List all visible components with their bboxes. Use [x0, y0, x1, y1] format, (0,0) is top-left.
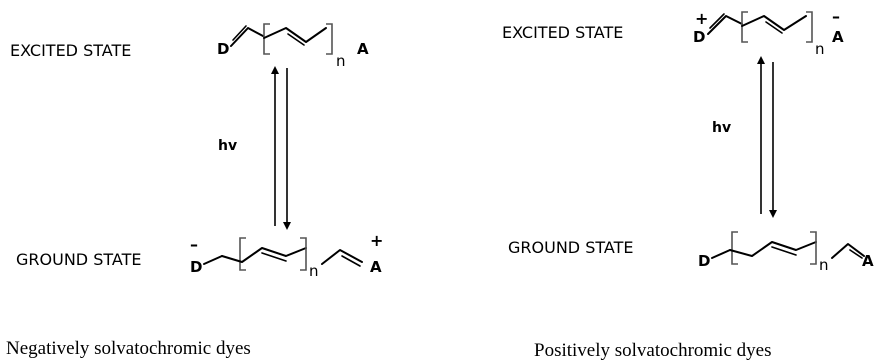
right-excited-double [709, 13, 725, 29]
left-ground-bond [203, 255, 223, 265]
right-ground-bracket-close [810, 231, 817, 265]
left-hv-label: hv [218, 138, 237, 154]
right-excited-bracket-open [741, 11, 748, 43]
right-ground-tail [831, 243, 865, 259]
right-ground-chain [729, 241, 817, 257]
left-ground-acceptor: A [370, 258, 382, 276]
left-ground-chain-double [261, 252, 287, 262]
right-excited-donor: D [693, 28, 705, 46]
left-ground-minus: – [190, 235, 198, 254]
left-ground-donor: D [190, 258, 202, 276]
left-excited-molecule: D n A [217, 23, 369, 70]
left-ground-tail-double [341, 255, 361, 267]
left-caption: Negatively solvatochromic dyes [6, 338, 251, 359]
left-ground-bracket-close [300, 237, 307, 271]
left-excited-bracket-close [326, 23, 333, 55]
left-excited-bracket-open [263, 23, 270, 55]
right-ground-state-label: GROUND STATE [508, 238, 633, 257]
left-ground-plus: + [370, 231, 383, 250]
left-ground-n: n [309, 262, 319, 280]
left-excited-chain-double [287, 33, 305, 46]
right-excited-chain [741, 15, 807, 31]
left-ground-bracket-open [239, 237, 246, 271]
right-ground-tail-double [849, 249, 863, 259]
right-excited-molecule: + D n – A [693, 7, 844, 58]
left-ground-molecule: – D n + A [190, 231, 383, 280]
right-excited-state-label: EXCITED STATE [502, 23, 623, 42]
right-excited-chain-double [765, 21, 783, 34]
left-ground-tail [321, 249, 363, 265]
right-ground-chain-double [771, 246, 797, 256]
right-ground-acceptor: A [862, 252, 874, 270]
right-excited-n: n [815, 40, 825, 58]
left-excited-acceptor: A [357, 40, 369, 58]
left-excited-bond [230, 27, 264, 47]
right-excited-plus: + [695, 9, 708, 28]
right-caption: Positively solvatochromic dyes [534, 340, 771, 361]
right-ground-bond [711, 249, 731, 259]
left-excited-state-label: EXCITED STATE [10, 41, 131, 60]
right-excited-minus: – [832, 7, 840, 26]
left-ground-chain [221, 247, 307, 263]
right-ground-n: n [819, 256, 829, 274]
right-ground-molecule: D n A [698, 231, 874, 274]
right-excited-bracket-close [806, 11, 813, 43]
left-panel: EXCITED STATE D n A hv GROUND STATE – D [6, 23, 383, 359]
left-excited-n: n [336, 52, 346, 70]
right-ground-bracket-open [731, 231, 738, 265]
right-ground-donor: D [698, 252, 710, 270]
left-excited-double [232, 25, 247, 41]
right-excited-bond [707, 15, 743, 35]
left-ground-state-label: GROUND STATE [16, 250, 141, 269]
right-hv-label: hv [712, 120, 731, 136]
left-excited-donor: D [217, 40, 229, 58]
right-panel: EXCITED STATE + D n – A hv GROUND STATE … [502, 7, 874, 361]
right-excited-acceptor: A [832, 28, 844, 46]
left-excited-chain [263, 27, 327, 43]
